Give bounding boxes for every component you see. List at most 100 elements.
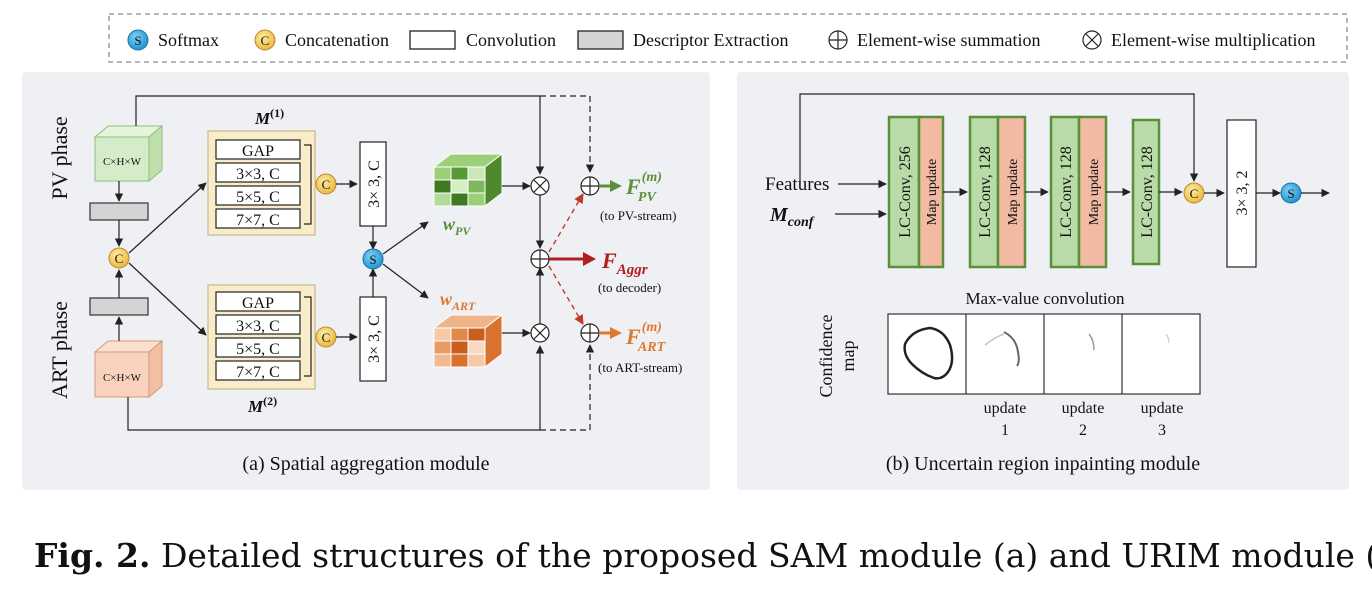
update-2-label: update: [1062, 400, 1105, 417]
block-1-map-update: Map update: [925, 159, 940, 225]
confidence-map-update-3: [1165, 333, 1170, 344]
bottom-conv-label: 3× 3, C: [366, 315, 383, 363]
top-desc-5x5: 5×5, C: [236, 189, 280, 206]
figure-caption-text: Detailed structures of the proposed SAM …: [160, 536, 1372, 575]
f-aggr-label: FAggr: [601, 248, 648, 278]
top-desc-gap: GAP: [242, 143, 274, 160]
m1-label: M(1): [254, 106, 284, 128]
block-4-label: LC-Conv, 128: [1139, 146, 1156, 237]
block-3-label: LC-Conv, 128: [1058, 146, 1075, 237]
legend-mult-icon: [1082, 30, 1102, 50]
legend-softmax-label: Softmax: [158, 30, 219, 50]
confidence-label-line2: map: [838, 341, 858, 372]
svg-text:C: C: [1190, 186, 1199, 201]
top-conv-label: 3× 3, C: [366, 160, 383, 208]
pv-cube-label: C×H×W: [103, 156, 142, 168]
f-art-label: F(m)ART: [625, 320, 667, 355]
bottom-desc-3x3: 3×3, C: [236, 318, 280, 335]
lc-conv-block-4: LC-Conv, 128: [1131, 118, 1161, 266]
legend-descriptor-icon: [577, 30, 624, 50]
legend-box: [108, 13, 1348, 63]
f-aggr-note: (to decoder): [598, 280, 661, 295]
top-desc-7x7: 7×7, C: [236, 212, 280, 229]
figure-caption-label: Fig. 2.: [34, 536, 151, 575]
w-art-label: wART: [440, 289, 476, 313]
art-phase-label: ART phase: [47, 301, 72, 399]
art-cube-label: C×H×W: [103, 372, 142, 384]
top-conv-box: [359, 141, 387, 227]
bottom-desc-gap: GAP: [242, 295, 274, 312]
confidence-label-line1: Confidence: [816, 315, 836, 398]
svg-text:C: C: [115, 251, 124, 266]
panel-b-background: [737, 72, 1349, 490]
legend: S Softmax C Concatenation Convolution De…: [108, 13, 1348, 63]
panel-b-caption: (b) Uncertain region inpainting module: [886, 453, 1200, 475]
block-2-label: LC-Conv, 128: [977, 146, 994, 237]
svg-text:C: C: [322, 330, 331, 345]
w-pv-cube: [432, 152, 504, 208]
legend-softmax-icon: S: [127, 29, 149, 51]
legend-sum-label: Element-wise summation: [857, 30, 1040, 50]
f-art-note: (to ART-stream): [598, 360, 682, 375]
art-descriptor-extraction: [89, 297, 149, 316]
mconf-label: Mconf: [769, 204, 815, 230]
svg-text:S: S: [1287, 186, 1294, 201]
bottom-desc-5x5: 5×5, C: [236, 341, 280, 358]
w-pv-label: wPV: [443, 214, 471, 238]
update-1-label: update: [984, 400, 1027, 417]
svg-text:C: C: [261, 33, 270, 48]
bottom-concat-icon: C: [315, 326, 337, 348]
top-descriptor-block: GAP 3×3, C 5×5, C 7×7, C: [207, 130, 316, 236]
block-3-map-update: Map update: [1087, 159, 1102, 225]
panel-a-background: [22, 72, 710, 490]
max-value-conv-label: Max-value convolution: [965, 289, 1125, 308]
panel-a-softmax-icon: S: [362, 248, 384, 270]
block-2-map-update: Map update: [1006, 159, 1021, 225]
lc-conv-block-3: LC-Conv, 128 Map update: [1049, 115, 1108, 269]
panel-b-softmax-icon: S: [1280, 182, 1302, 204]
m2-label: M(2): [247, 394, 277, 416]
aggregation-sum-icon: [530, 249, 550, 269]
bottom-conv-box: [359, 296, 387, 382]
update-3-num: 3: [1158, 422, 1166, 439]
art-feature-cube: C×H×W: [93, 339, 164, 399]
pv-feature-cube: C×H×W: [93, 124, 164, 183]
confidence-map-update-1: [1003, 331, 1020, 367]
features-label: Features: [765, 174, 829, 195]
pv-phase-label: PV phase: [47, 116, 72, 199]
bottom-descriptor-block: GAP 3×3, C 5×5, C 7×7, C: [207, 284, 316, 390]
legend-descriptor-label: Descriptor Extraction: [633, 30, 788, 50]
lc-conv-block-1: LC-Conv, 256 Map update: [887, 115, 945, 269]
confidence-map-initial: [903, 326, 954, 380]
f-pv-label: F(m)PV: [625, 170, 662, 205]
figure-caption: Fig. 2. Detailed structures of the propo…: [34, 536, 1372, 575]
panel-b-concat-icon: C: [1183, 182, 1205, 204]
final-conv-box: [1226, 119, 1257, 268]
pv-multiply-icon: [530, 176, 550, 196]
update-1-num: 1: [1001, 422, 1009, 439]
legend-mult-label: Element-wise multiplication: [1111, 30, 1315, 50]
confidence-map-strip: [887, 313, 1201, 395]
final-conv-label: 3× 3, 2: [1234, 170, 1251, 215]
legend-concat-label: Concatenation: [285, 30, 389, 50]
top-desc-3x3: 3×3, C: [236, 166, 280, 183]
panel-a-caption: (a) Spatial aggregation module: [242, 453, 489, 475]
update-3-label: update: [1141, 400, 1184, 417]
legend-conv-icon: [409, 30, 456, 50]
w-art-cube: [432, 313, 504, 369]
lc-conv-block-2: LC-Conv, 128 Map update: [968, 115, 1027, 269]
pv-sum-icon: [580, 176, 600, 196]
f-pv-note: (to PV-stream): [600, 208, 676, 223]
block-1-label: LC-Conv, 256: [897, 146, 914, 237]
top-concat-icon: C: [315, 173, 337, 195]
left-concat-icon: C: [108, 247, 130, 269]
svg-text:S: S: [134, 33, 141, 48]
legend-sum-icon: [828, 30, 848, 50]
panel-b: Features Mconf LC-Conv, 256 Map update L…: [737, 72, 1349, 490]
legend-concat-icon: C: [254, 29, 276, 51]
art-multiply-icon: [530, 323, 550, 343]
svg-text:C: C: [322, 177, 331, 192]
confidence-map-update-2: [1088, 333, 1095, 351]
bottom-desc-7x7: 7×7, C: [236, 364, 280, 381]
